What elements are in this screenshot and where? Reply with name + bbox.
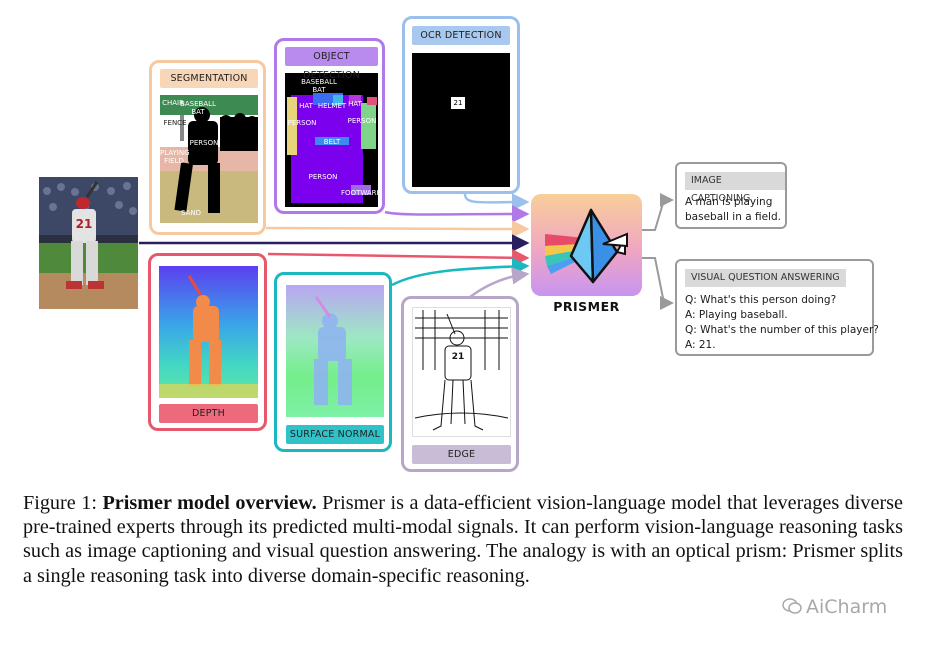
figure-caption: Figure 1: Prismer model overview. Prisme… — [23, 491, 903, 588]
od-label-person-center: PERSON — [308, 173, 338, 181]
prismer-block — [531, 194, 642, 296]
captioning-line-2: baseball in a field. — [685, 211, 781, 223]
seg-label-person: PERSON — [189, 139, 219, 147]
caption-title: Prismer model overview. — [102, 492, 317, 514]
wechat-icon — [782, 597, 802, 619]
ocr-detection-title: OCR DETECTION — [412, 26, 510, 45]
ocr-text-box: 21 — [451, 97, 465, 109]
od-label-hat-right: HAT — [348, 100, 362, 108]
seg-label-fence: FENCE — [163, 119, 187, 127]
od-label-person-left: PERSON — [287, 119, 317, 127]
segmentation-title: SEGMENTATION — [160, 69, 258, 88]
surface-normal-arrow — [391, 257, 530, 287]
od-label-belt: BELT — [323, 138, 341, 146]
od-label-person-right: PERSON — [347, 117, 377, 125]
prismer-label: PRISMER — [553, 299, 620, 314]
watermark: AiCharm — [782, 596, 887, 619]
od-label-footware: FOOTWARE — [341, 189, 378, 197]
object-detection-arrow — [384, 205, 530, 223]
vqa-out-arrow — [642, 257, 674, 310]
vqa-card: VISUAL QUESTION ANSWERING Q: What's this… — [675, 259, 879, 356]
edge-title: EDGE — [412, 445, 511, 464]
surface-normal-title: SURFACE NORMAL — [286, 425, 384, 444]
od-label-hat-left: HAT — [299, 102, 313, 110]
jersey-number: 21 — [75, 217, 93, 231]
ocr-map: 21 — [412, 53, 510, 187]
object-detection-map: BASEBALL BAT HAT HELMET HAT PERSON PERSO… — [285, 73, 378, 207]
surface-normal-card: SURFACE NORMAL — [274, 272, 392, 452]
image-captioning-card: IMAGE CAPTIONING A man is playing baseba… — [675, 162, 787, 229]
seg-label-sand: SAND — [181, 209, 201, 217]
segmentation-map: CHAIR BASEBALL BAT FENCE PERSON PLAYING … — [160, 95, 258, 223]
object-detection-title: OBJECT DETECTION — [285, 47, 378, 81]
surface-normal-map — [286, 285, 384, 417]
depth-arrow — [267, 249, 530, 267]
edge-jersey-number: 21 — [451, 352, 465, 362]
watermark-text: AiCharm — [806, 596, 888, 618]
vqa-line-3: Q: What's the number of this player? — [685, 324, 879, 336]
caption-body: Prismer is a data-efficient vision-langu… — [23, 492, 903, 587]
caption-prefix: Figure 1: — [23, 492, 103, 514]
seg-label-chair: CHAIR — [162, 99, 184, 107]
vqa-line-1: Q: What's this person doing? — [685, 294, 837, 306]
captioning-line-1: A man is playing — [685, 196, 773, 208]
edge-arrow — [469, 267, 530, 299]
od-label-baseball-bat: BASEBALL BAT — [301, 78, 337, 94]
ocr-arrow — [463, 193, 530, 211]
object-detection-card: BASEBALL BAT HAT HELMET HAT PERSON PERSO… — [274, 38, 385, 214]
vqa-line-4: A: 21. — [685, 339, 716, 351]
edge-map: 21 — [412, 307, 511, 437]
depth-card: DEPTH — [148, 253, 267, 431]
vqa-title: VISUAL QUESTION ANSWERING — [685, 269, 846, 287]
segmentation-arrow — [265, 220, 530, 238]
segmentation-card: CHAIR BASEBALL BAT FENCE PERSON PLAYING … — [149, 60, 266, 235]
vqa-line-2: A: Playing baseball. — [685, 309, 788, 321]
od-label-helmet: HELMET — [317, 102, 347, 110]
input-image: 21 — [39, 177, 138, 309]
image-captioning-title: IMAGE CAPTIONING — [685, 172, 785, 204]
prism-icon — [545, 208, 628, 284]
ocr-detection-card: 21 OCR DETECTION — [402, 16, 520, 194]
seg-label-baseball-bat: BASEBALL BAT — [180, 100, 216, 116]
seg-label-playing-field: PLAYING FIELD — [160, 149, 190, 165]
edge-card: 21 EDGE — [401, 296, 519, 472]
depth-title: DEPTH — [159, 404, 258, 423]
depth-map — [159, 266, 258, 398]
captioning-out-arrow — [642, 193, 674, 231]
